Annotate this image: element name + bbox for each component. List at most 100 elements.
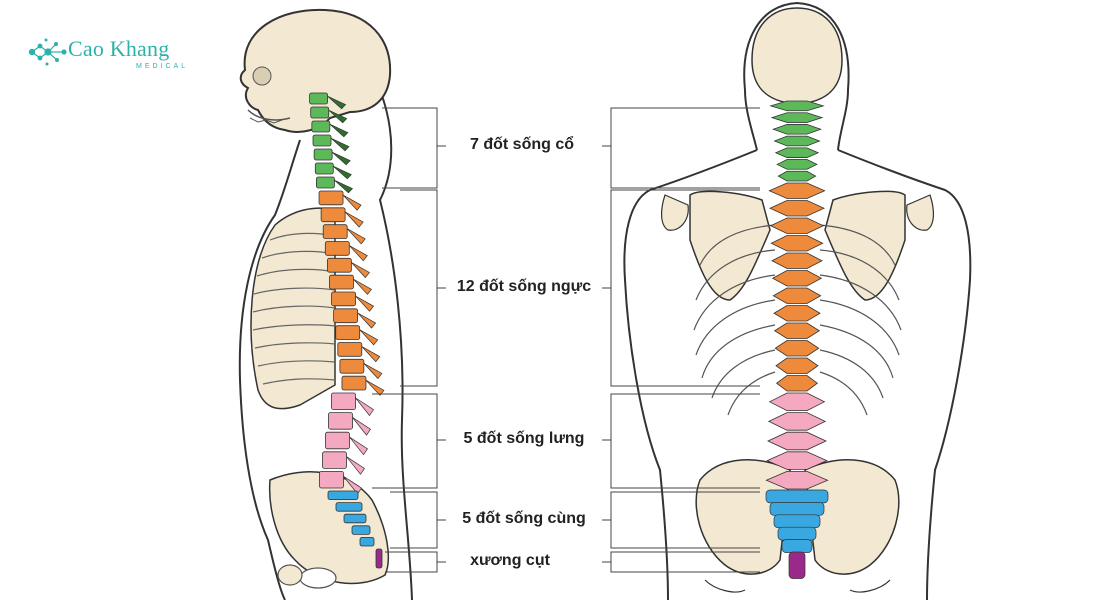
side-vertebra-cervical — [311, 120, 331, 133]
right-scapula — [824, 190, 906, 301]
side-vertebra-lumbar — [331, 392, 356, 411]
bracket-sacral — [390, 491, 760, 549]
back-vertebra-thoracic — [775, 357, 819, 374]
side-vertebra-cervical — [310, 106, 330, 119]
side-vertebra-cervical — [314, 162, 334, 175]
back-spine — [765, 100, 829, 579]
side-vertebra-thoracic — [322, 224, 348, 239]
back-vertebra-cervical — [774, 147, 820, 158]
label-brackets — [372, 107, 760, 573]
brand-subtitle: MEDICAL — [136, 63, 189, 70]
side-vertebra-lumbar — [322, 451, 347, 469]
back-pelvis-right — [804, 459, 900, 575]
back-vertebra-thoracic — [776, 375, 818, 392]
side-spinous-process — [346, 228, 366, 245]
label-cervical: 7 đốt sống cổ — [470, 136, 574, 153]
side-vertebra-thoracic — [331, 291, 356, 307]
side-vertebra-thoracic — [326, 257, 352, 273]
bracket-lumbar — [372, 393, 760, 489]
side-vertebra-cervical — [309, 92, 328, 105]
back-ribs — [693, 224, 902, 416]
side-spinous-process — [361, 346, 381, 363]
side-spinous-process — [334, 179, 354, 194]
side-vertebra-cervical — [313, 148, 333, 161]
back-vertebra-cervical — [772, 124, 822, 135]
side-vertebra-lumbar — [328, 412, 353, 430]
side-spinous-process — [344, 211, 364, 228]
side-spinous-process — [343, 475, 362, 495]
side-spinous-process — [349, 245, 368, 262]
back-vertebra-thoracic — [771, 252, 823, 269]
side-spinous-process — [353, 278, 372, 295]
back-vertebra-cervical — [770, 112, 824, 123]
back-vertebra-thoracic — [771, 270, 823, 287]
side-view-figure — [238, 8, 413, 600]
back-vertebra-sacral — [769, 502, 825, 516]
back-vertebra-thoracic — [772, 287, 822, 304]
side-spinous-process — [359, 329, 379, 346]
side-spinous-process — [355, 295, 375, 312]
label-coccyx: xương cụt — [470, 552, 550, 569]
back-vertebra-thoracic — [768, 182, 826, 199]
label-sacral: 5 đốt sống cùng — [462, 510, 586, 527]
side-vertebra-sacral — [327, 490, 359, 501]
back-vertebra-thoracic — [769, 217, 825, 234]
brand-name: Cao Khang — [68, 36, 170, 61]
skull — [239, 8, 392, 133]
side-spinous-process — [327, 95, 347, 110]
back-vertebra-cervical — [777, 170, 817, 182]
side-spinous-process — [365, 379, 385, 396]
back-vertebra-cervical — [769, 100, 825, 112]
back-vertebra-cervical — [776, 159, 818, 170]
back-vertebra-lumbar — [767, 431, 827, 451]
side-rib-cage — [250, 207, 336, 410]
side-spinous-process — [357, 312, 377, 329]
side-spinous-process — [352, 417, 371, 436]
side-spinous-process — [342, 194, 362, 211]
side-spinous-process — [330, 137, 350, 152]
side-vertebra-thoracic — [339, 358, 365, 374]
bracket-coccyx — [385, 551, 760, 573]
back-vertebra-thoracic — [773, 322, 821, 339]
side-vertebra-sacral — [335, 502, 363, 512]
side-vertebra-thoracic — [335, 325, 361, 340]
side-spinous-process — [349, 436, 368, 456]
side-vertebra-thoracic — [333, 308, 359, 324]
side-spinous-process — [355, 397, 374, 417]
back-vertebra-thoracic — [773, 305, 821, 322]
side-vertebra-thoracic — [318, 190, 344, 206]
back-vertebra-sacral — [773, 514, 821, 529]
side-vertebra-thoracic — [341, 375, 367, 391]
back-vertebra-cervical — [773, 135, 821, 147]
side-spinous-process — [351, 262, 370, 279]
side-vertebra-sacral — [359, 537, 375, 547]
bracket-thoracic — [400, 189, 760, 387]
label-thoracic: 12 đốt sống ngực — [456, 278, 592, 295]
side-vertebra-cervical — [312, 134, 332, 147]
bracket-cervical — [382, 107, 760, 189]
back-vertebra-thoracic — [769, 200, 825, 217]
back-vertebra-thoracic — [770, 235, 824, 252]
side-spine — [309, 92, 385, 569]
back-skull — [751, 7, 843, 105]
side-vertebra-coccyx — [375, 548, 383, 569]
side-vertebra-thoracic — [329, 274, 354, 290]
side-vertebra-sacral — [351, 525, 371, 535]
back-vertebra-thoracic — [774, 340, 820, 357]
side-vertebra-cervical — [316, 176, 335, 189]
side-spinous-process — [331, 151, 351, 166]
side-spinous-process — [329, 123, 349, 138]
back-vertebra-lumbar — [766, 451, 828, 470]
back-head-outline — [743, 1, 850, 151]
side-body-outline — [238, 139, 301, 600]
side-vertebra-sacral — [343, 513, 367, 524]
back-vertebra-lumbar — [767, 412, 827, 431]
back-vertebra-coccyx — [788, 551, 806, 579]
back-vertebra-sacral — [777, 526, 817, 541]
side-spinous-process — [346, 456, 365, 475]
left-scapula — [689, 190, 771, 301]
molecule-icon — [28, 38, 67, 66]
label-lumbar: 5 đốt sống lưng — [463, 430, 585, 447]
